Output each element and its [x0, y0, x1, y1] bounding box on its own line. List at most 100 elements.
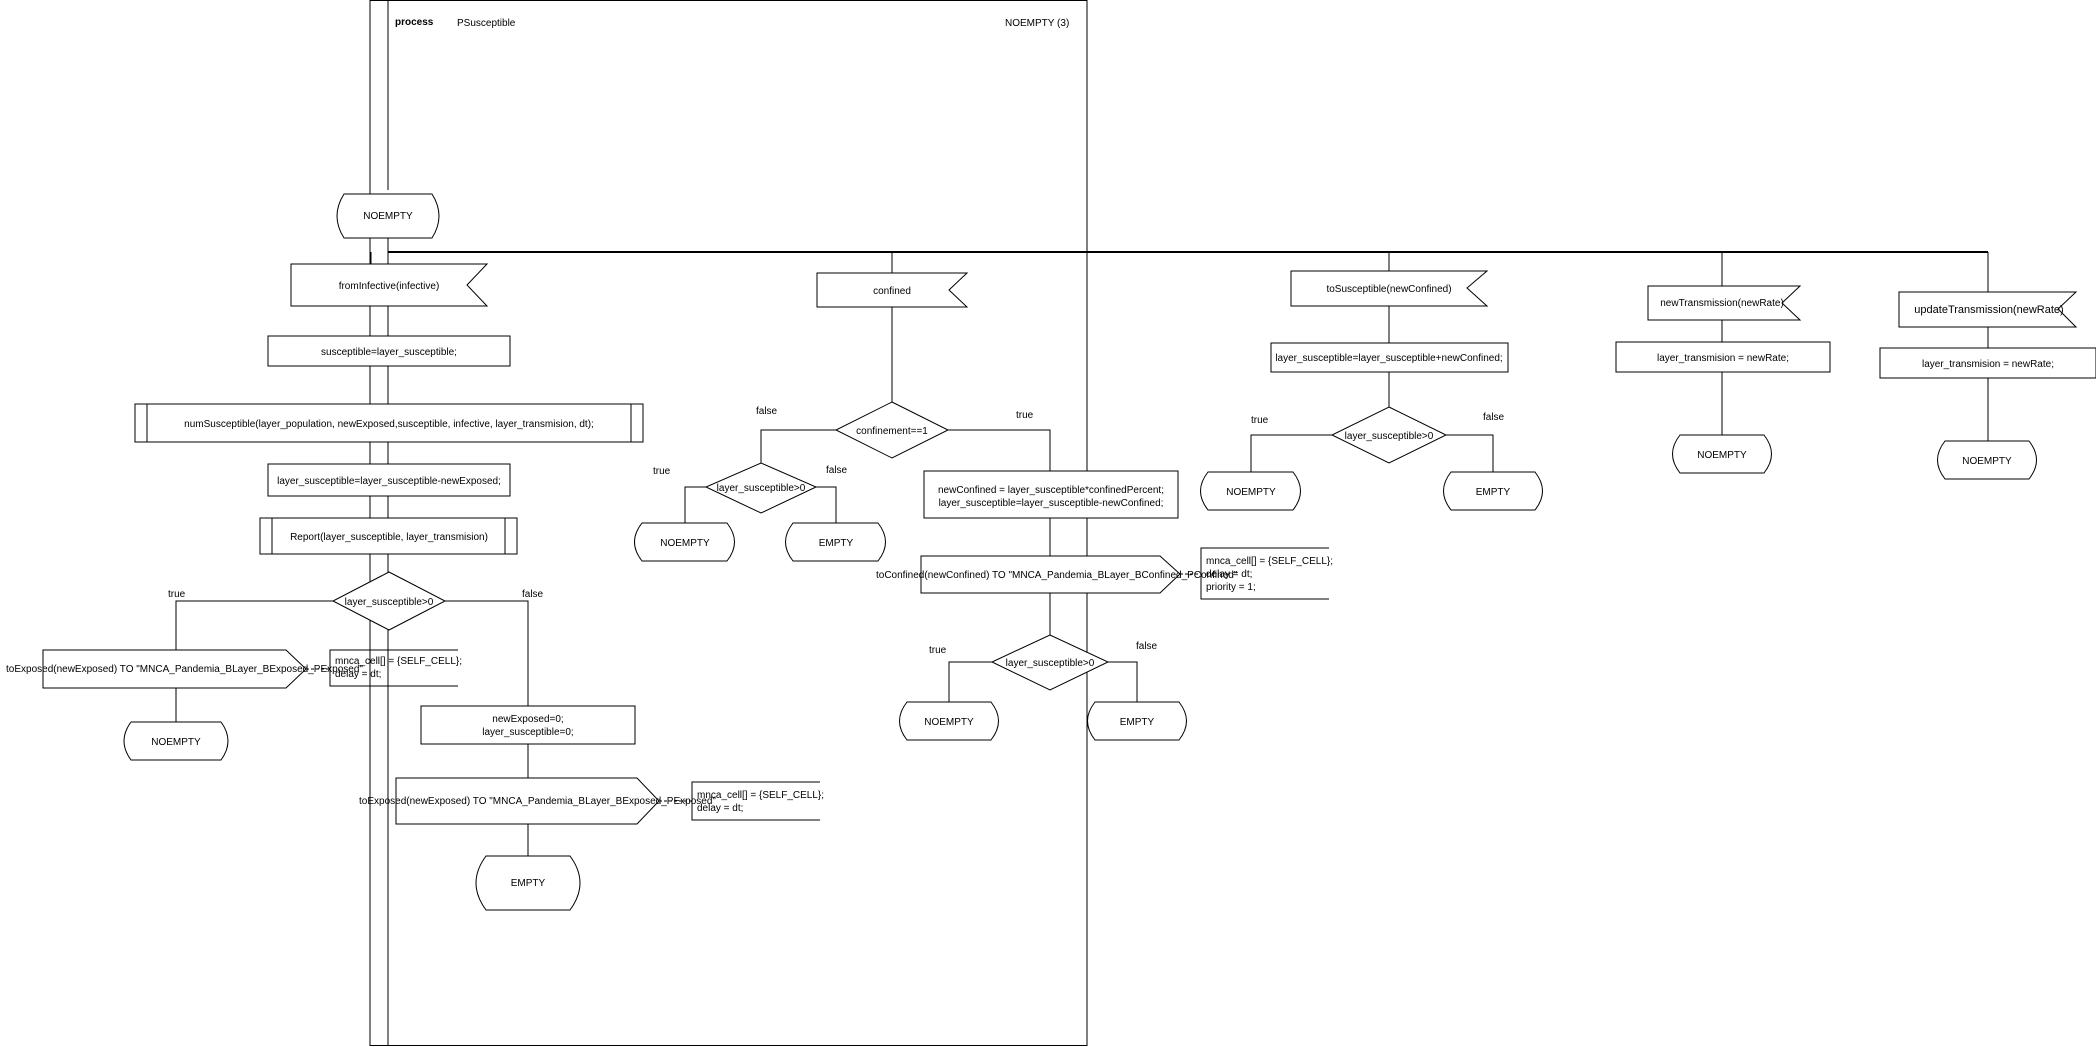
true-path: [175, 600, 333, 650]
task-susceptible[interactable]: [267, 335, 511, 367]
true-label: true: [1251, 415, 1269, 426]
false-label: false: [756, 406, 778, 417]
task-update-susceptible[interactable]: [267, 463, 511, 497]
comment-false-line2: delay = dt;: [697, 803, 743, 814]
decision-to-susceptible-label: layer_susceptible>0: [1345, 431, 1434, 442]
true-label: true: [1016, 410, 1034, 421]
comment-box-true: [329, 649, 458, 687]
state-noempty-ut[interactable]: [1937, 440, 2037, 480]
comment-confined-line3: priority = 1;: [1206, 582, 1256, 593]
task-update-transmission[interactable]: [1879, 347, 2096, 379]
task-add-confined-label: layer_susceptible=layer_susceptible+newC…: [1275, 353, 1502, 364]
true-path: [948, 429, 1051, 471]
procedure-call-report-label: Report(layer_susceptible, layer_transmis…: [290, 532, 488, 543]
input-to-susceptible[interactable]: [1290, 270, 1489, 307]
state-noempty-ut-label: NOEMPTY: [1962, 456, 2012, 467]
decision-sub-susceptible[interactable]: [704, 462, 818, 514]
false-label: false: [522, 589, 544, 600]
decision-confined-susceptible[interactable]: [990, 634, 1110, 691]
task-add-confined[interactable]: [1270, 342, 1509, 373]
decision-sub-susceptible-label: layer_susceptible>0: [717, 483, 806, 494]
process-name: PSusceptible: [457, 18, 516, 29]
decision-susceptible-positive[interactable]: [331, 571, 447, 631]
task-set-transmission-label: layer_transmision = newRate;: [1657, 353, 1789, 364]
task-new-confined-line1: newConfined = layer_susceptible*confined…: [938, 485, 1164, 496]
procedure-call-num-susceptible-label: numSusceptible(layer_population, newExpo…: [184, 419, 594, 430]
input-from-infective[interactable]: [290, 263, 489, 307]
state-empty-d2-false[interactable]: [1087, 701, 1187, 741]
procedure-call-report[interactable]: [259, 517, 518, 555]
comment-confined-line2: delay = dt;: [1206, 569, 1252, 580]
input-new-transmission-label: newTransmission(newRate): [1660, 298, 1784, 309]
false-path: [1108, 661, 1138, 702]
false-label: false: [1136, 641, 1158, 652]
comment-confined-line1: mnca_cell[] = {SELF_CELL};: [1206, 556, 1333, 567]
process-keyword: process: [395, 17, 434, 28]
state-noempty-true[interactable]: [123, 721, 229, 761]
state-empty-d2-false-label: EMPTY: [1120, 717, 1155, 728]
input-to-susceptible-label: toSusceptible(newConfined): [1326, 284, 1451, 295]
state-empty-ts-false-label: EMPTY: [1476, 487, 1511, 498]
input-new-transmission[interactable]: [1647, 285, 1802, 321]
output-to-exposed-false-label: toExposed(newExposed) TO "MNCA_Pandemia_…: [359, 796, 716, 807]
decision-confinement[interactable]: [834, 401, 950, 459]
task-update-transmission-label: layer_transmision = newRate;: [1922, 359, 2054, 370]
false-path: [760, 429, 836, 463]
state-empty-sub-false-label: EMPTY: [819, 538, 854, 549]
true-label: true: [168, 589, 186, 600]
task-reset-exposed-line2: layer_susceptible=0;: [482, 727, 573, 738]
task-reset-exposed[interactable]: [420, 705, 636, 745]
state-noempty-start[interactable]: [336, 193, 440, 239]
state-noempty-sub-true-label: NOEMPTY: [660, 538, 710, 549]
true-label: true: [929, 645, 947, 656]
state-noempty-d2-true-label: NOEMPTY: [924, 717, 974, 728]
comment-box-confined: [1200, 547, 1329, 600]
true-path: [1250, 434, 1332, 472]
decision-confined-susceptible-label: layer_susceptible>0: [1006, 658, 1095, 669]
comment-true-line2: delay = dt;: [335, 669, 381, 680]
task-update-susceptible-label: layer_susceptible=layer_susceptible-newE…: [277, 476, 501, 487]
state-noempty-nt-label: NOEMPTY: [1697, 450, 1747, 461]
input-from-infective-label: fromInfective(infective): [339, 281, 440, 292]
state-empty-false[interactable]: [475, 855, 581, 911]
decision-to-susceptible[interactable]: [1330, 406, 1448, 464]
state-empty-false-label: EMPTY: [511, 878, 546, 889]
state-noempty-ts-true[interactable]: [1200, 471, 1301, 511]
task-new-confined-line2: layer_susceptible=layer_susceptible-newC…: [939, 498, 1164, 509]
input-confined[interactable]: [816, 272, 969, 308]
output-to-exposed-false[interactable]: [395, 777, 660, 825]
state-noempty-d2-true[interactable]: [899, 701, 999, 741]
state-noempty-start-label: NOEMPTY: [363, 211, 413, 222]
comment-true-line1: mnca_cell[] = {SELF_CELL};: [335, 656, 462, 667]
task-susceptible-label: susceptible=layer_susceptible;: [321, 347, 457, 358]
false-label: false: [1483, 412, 1505, 423]
input-update-transmission-label: updateTransmission(newRate): [1914, 304, 2063, 316]
input-update-transmission[interactable]: [1898, 291, 2078, 328]
task-new-confined[interactable]: [923, 470, 1179, 519]
state-noempty-true-label: NOEMPTY: [151, 737, 201, 748]
state-empty-sub-false[interactable]: [785, 522, 886, 562]
false-label: false: [826, 465, 848, 476]
decision-susceptible-positive-label: layer_susceptible>0: [345, 597, 434, 608]
input-confined-label: confined: [873, 286, 911, 297]
comment-box-false: [691, 781, 820, 821]
false-path: [1446, 434, 1494, 472]
state-empty-ts-false[interactable]: [1443, 471, 1543, 511]
state-noempty-nt[interactable]: [1672, 434, 1772, 474]
procedure-call-num-susceptible[interactable]: [134, 403, 644, 443]
output-to-exposed-true-label: toExposed(newExposed) TO "MNCA_Pandemia_…: [6, 664, 363, 675]
output-to-exposed-true[interactable]: [42, 649, 307, 689]
page-label: NOEMPTY (3): [1005, 18, 1069, 29]
state-noempty-sub-true[interactable]: [634, 522, 735, 562]
true-path: [948, 661, 992, 702]
output-to-confined[interactable]: [920, 555, 1181, 594]
true-path: [684, 486, 706, 523]
task-set-transmission[interactable]: [1615, 341, 1831, 373]
state-noempty-ts-true-label: NOEMPTY: [1226, 487, 1276, 498]
output-to-confined-label: toConfined(newConfined) TO "MNCA_Pandemi…: [876, 570, 1238, 581]
false-path: [816, 486, 837, 523]
comment-false-line1: mnca_cell[] = {SELF_CELL};: [697, 790, 824, 801]
decision-confinement-label: confinement==1: [856, 426, 928, 437]
true-label: true: [653, 466, 671, 477]
